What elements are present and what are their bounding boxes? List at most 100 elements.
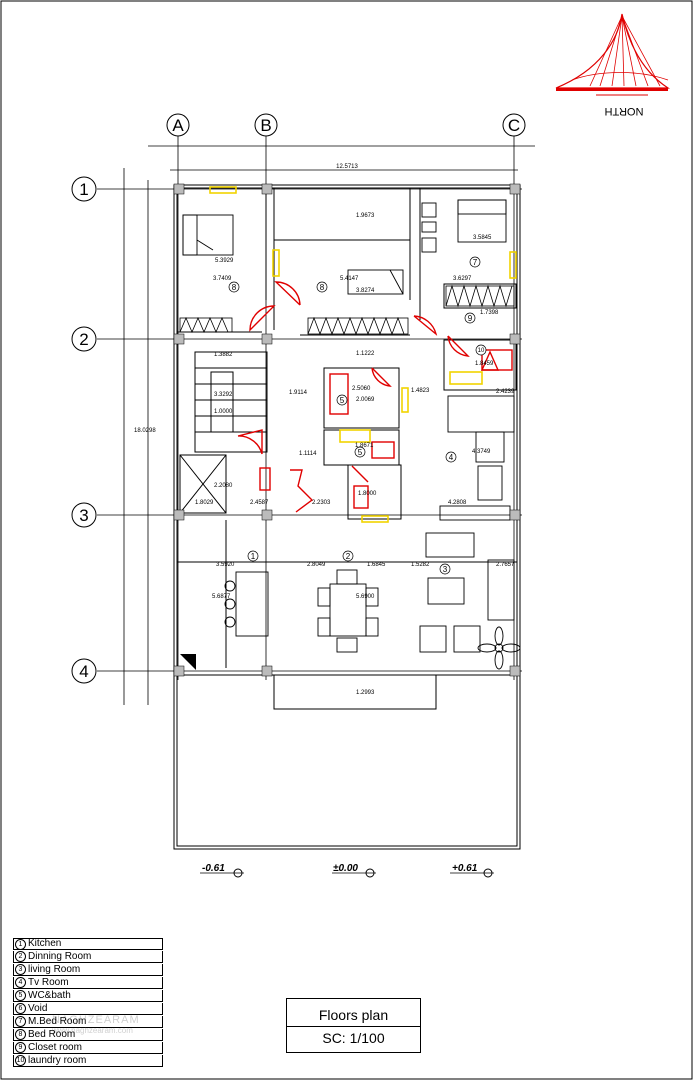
dim-label: 1.4823 [411,388,430,394]
watermark-line2: www.naghzearam.com [52,1026,133,1035]
legend-label: laundry room [28,1054,87,1066]
dim-label: 2.0069 [356,397,375,403]
level-zero: ±0.00 [333,863,358,874]
legend-number: 10 [15,1055,26,1066]
dim-label: 5.4147 [340,276,359,282]
furniture [182,199,515,653]
room-no-9: 9 [468,314,473,323]
legend-number: 4 [15,977,26,988]
room-no-5a: 5 [340,396,345,405]
dim-overall-width: 12.5713 [336,164,358,170]
legend-label: M.Bed Room [28,1015,87,1027]
dim-label: 2.5060 [352,386,371,392]
legend-label: Bed Room [28,1028,76,1040]
legend-label: Void [28,1002,48,1014]
ceiling-fan-icon [477,626,521,670]
room-no-4: 4 [449,453,454,462]
room-no-8b: 8 [320,283,325,292]
dim-label: 1.1114 [299,451,317,457]
level-minus: -0.61 [202,863,225,874]
dim-label: 1.6845 [367,562,386,568]
dim-label: 4.3749 [472,449,491,455]
dim-label: 3.8274 [356,288,375,294]
dim-label: 1.1222 [356,351,375,357]
dim-label: 1.8029 [195,500,214,506]
dim-label: 3.7409 [213,276,232,282]
grid-axis-bubbles: A B C 1 2 3 4 [71,113,526,684]
room-no-1: 1 [251,552,256,561]
axis-b-label: B [260,116,271,135]
title-divider [287,1026,420,1027]
legend-number: 8 [15,1029,26,1040]
level-plus: +0.61 [452,863,478,874]
dim-label: 4.2808 [448,500,467,506]
dim-label: 3.5845 [473,235,492,241]
dim-label: 1.5282 [411,562,430,568]
room-no-3: 3 [443,565,448,574]
legend-label: Dinning Room [28,950,92,962]
legend-number: 9 [15,1042,26,1053]
drawing-scale: SC: 1/100 [322,1030,385,1046]
dim-label: 3.3292 [214,392,233,398]
dim-label: 5.6877 [212,594,231,600]
legend-label: living Room [28,963,81,975]
watermark-logo: NAGHZEARAM www.naghzearam.com [52,1014,182,1050]
corner-marker-icon [180,654,196,670]
room-no-7: 7 [473,258,478,267]
wardrobe-hatching [179,284,515,336]
dim-label: 1.7398 [480,310,499,316]
room-number-markers: 1 2 3 4 5 5 6 7 8 8 9 10 [228,256,487,575]
legend-number: 6 [15,1003,26,1014]
axis-3-label: 3 [79,506,88,525]
dim-label: 1.8000 [358,491,377,497]
dim-label: 2.2080 [214,483,233,489]
dim-label: 1.8671 [355,443,374,449]
room-no-8a: 8 [232,283,237,292]
dim-label: 5.3929 [215,258,234,264]
dim-label: 2.7657 [496,562,515,568]
dim-label: 2.4587 [250,500,269,506]
dim-label: 2.4239 [496,389,515,395]
axis-a-label: A [172,116,184,135]
legend-number: 7 [15,1016,26,1027]
axis-2-label: 2 [79,330,88,349]
window-fixtures [209,186,517,523]
dim-label: 1.3882 [214,352,233,358]
dim-label: 5.6900 [356,594,375,600]
dim-label: 3.5920 [216,562,235,568]
room-no-2: 2 [346,552,351,561]
legend-label: WC&bath [28,989,71,1001]
room-no-10: 10 [478,348,485,354]
dim-label: 2.8049 [307,562,326,568]
title-block: Floors plan SC: 1/100 [286,998,421,1053]
dim-overall-height: 18.0298 [134,428,156,434]
door-swings [237,281,513,513]
building-walls [173,184,521,850]
legend-number: 1 [15,938,26,950]
room-no-5b: 5 [358,448,363,457]
level-markers: -0.61 ±0.00 +0.61 [200,863,494,878]
axis-c-label: C [508,116,520,135]
legend-label: Tv Room [28,976,69,988]
legend-number: 5 [15,990,26,1001]
dim-label: 1.8459 [475,361,494,367]
dim-label: 1.0000 [214,409,233,415]
dim-label: 1.9673 [356,213,375,219]
structural-columns [173,183,521,677]
legend-label: Closet room [28,1041,82,1053]
dimension-labels: 12.5713 18.0298 1.9673 5.3929 3.7409 5.4… [134,164,515,696]
legend-number: 3 [15,964,26,975]
drawing-title: Floors plan [318,1007,389,1023]
dim-label: 1.2993 [356,690,375,696]
dim-label: 3.6297 [453,276,472,282]
dim-label: 2.2303 [312,500,331,506]
axis-1-label: 1 [79,180,88,199]
